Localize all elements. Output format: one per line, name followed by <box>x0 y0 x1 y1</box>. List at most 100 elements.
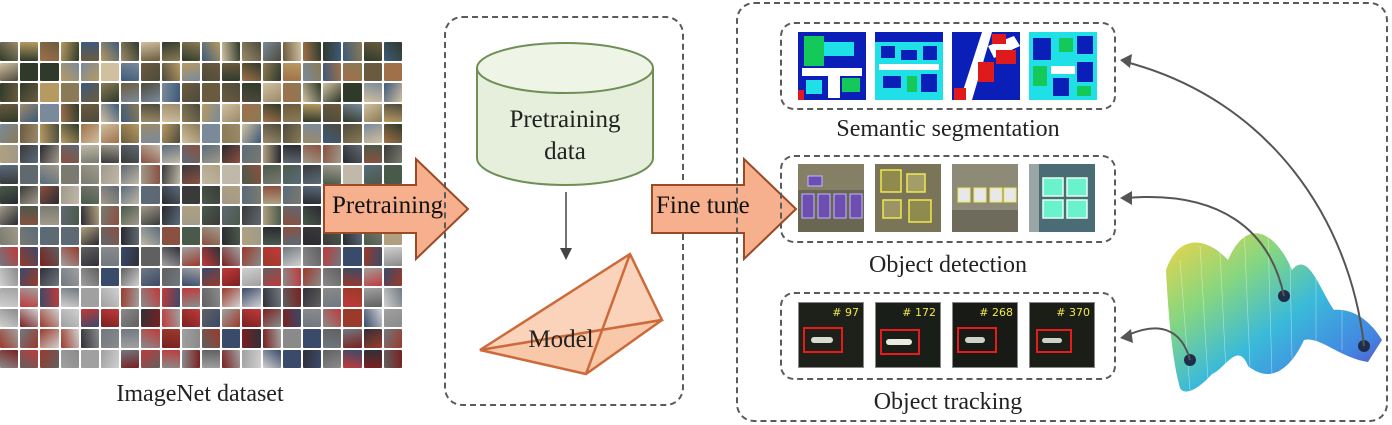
imagenet-tile <box>343 247 362 266</box>
imagenet-tile <box>303 226 322 245</box>
imagenet-tile <box>343 144 362 163</box>
imagenet-tile <box>343 103 362 122</box>
imagenet-tile <box>181 83 200 102</box>
imagenet-tile <box>40 288 59 307</box>
imagenet-tile <box>0 247 19 266</box>
imagenet-tile <box>202 144 221 163</box>
imagenet-tile <box>40 42 59 61</box>
imagenet-tile <box>40 62 59 81</box>
imagenet-tile <box>303 308 322 327</box>
imagenet-tile <box>101 165 120 184</box>
imagenet-tile <box>323 165 342 184</box>
imagenet-tile <box>323 267 342 286</box>
imagenet-tile <box>60 185 79 204</box>
imagenet-tile <box>121 83 140 102</box>
pretraining-arrow <box>323 157 470 261</box>
imagenet-tile <box>40 185 59 204</box>
imagenet-tile <box>242 185 261 204</box>
imagenet-tile <box>101 144 120 163</box>
imagenet-tile <box>161 83 180 102</box>
imagenet-tile <box>262 165 281 184</box>
imagenet-tile <box>242 42 261 61</box>
imagenet-tile <box>80 144 99 163</box>
imagenet-tile <box>161 165 180 184</box>
imagenet-tile <box>282 124 301 143</box>
imagenet-tile <box>141 206 160 225</box>
imagenet-tile <box>181 226 200 245</box>
fine-tune-arrow <box>651 157 798 261</box>
imagenet-tile <box>0 42 19 61</box>
imagenet-tile <box>40 165 59 184</box>
imagenet-tile <box>242 308 261 327</box>
imagenet-tile <box>121 267 140 286</box>
imagenet-tile <box>222 62 241 81</box>
imagenet-tile <box>161 185 180 204</box>
imagenet-tile <box>181 124 200 143</box>
imagenet-tile <box>161 62 180 81</box>
imagenet-tile <box>242 349 261 368</box>
imagenet-tile <box>363 103 382 122</box>
imagenet-tile <box>121 62 140 81</box>
imagenet-tile <box>323 308 342 327</box>
imagenet-tile <box>121 165 140 184</box>
imagenet-tile <box>141 329 160 348</box>
imagenet-tile <box>262 83 281 102</box>
imagenet-tile <box>40 247 59 266</box>
pretraining-data-cylinder <box>476 42 654 186</box>
imagenet-tile <box>20 349 39 368</box>
imagenet-tile <box>363 267 382 286</box>
imagenet-tile <box>363 247 382 266</box>
tracking-frame-2: # 172 <box>875 302 941 368</box>
imagenet-tile <box>202 349 221 368</box>
imagenet-tile <box>202 83 221 102</box>
imagenet-tile <box>262 124 281 143</box>
imagenet-tile <box>202 42 221 61</box>
imagenet-tile <box>242 144 261 163</box>
tracking-frame-1: # 97 <box>798 302 864 368</box>
imagenet-tile <box>363 288 382 307</box>
imagenet-tile <box>20 62 39 81</box>
imagenet-tile <box>262 42 281 61</box>
imagenet-tile <box>242 62 261 81</box>
imagenet-tile <box>383 308 402 327</box>
imagenet-tile <box>363 83 382 102</box>
imagenet-tile <box>141 288 160 307</box>
imagenet-tile <box>20 83 39 102</box>
imagenet-tile <box>282 206 301 225</box>
imagenet-tile <box>60 349 79 368</box>
imagenet-tile <box>323 42 342 61</box>
imagenet-tile <box>343 42 362 61</box>
imagenet-tile <box>161 144 180 163</box>
imagenet-tile <box>383 165 402 184</box>
imagenet-tile <box>282 288 301 307</box>
imagenet-tile <box>121 42 140 61</box>
imagenet-tile <box>222 267 241 286</box>
imagenet-tile <box>323 83 342 102</box>
imagenet-tile <box>282 83 301 102</box>
imagenet-tile <box>202 329 221 348</box>
imagenet-tile <box>141 267 160 286</box>
imagenet-tile <box>60 247 79 266</box>
imagenet-tile <box>303 144 322 163</box>
imagenet-tile <box>60 83 79 102</box>
imagenet-tile <box>121 124 140 143</box>
imagenet-tile <box>343 124 362 143</box>
imagenet-tile <box>181 329 200 348</box>
imagenet-tile <box>60 226 79 245</box>
imagenet-tile <box>40 308 59 327</box>
tracking-frame-label-2: # 172 <box>902 306 936 319</box>
imagenet-tile <box>282 185 301 204</box>
imagenet-tile <box>161 247 180 266</box>
fine-tune-arrow-label: Fine tune <box>656 192 750 219</box>
imagenet-tile <box>60 267 79 286</box>
imagenet-tile <box>181 267 200 286</box>
imagenet-tile <box>303 103 322 122</box>
imagenet-tile <box>80 288 99 307</box>
imagenet-tile <box>60 165 79 184</box>
imagenet-tile <box>80 165 99 184</box>
imagenet-tile <box>262 349 281 368</box>
imagenet-tile <box>80 247 99 266</box>
imagenet-tile <box>80 226 99 245</box>
imagenet-tile <box>20 308 39 327</box>
imagenet-tile <box>161 103 180 122</box>
